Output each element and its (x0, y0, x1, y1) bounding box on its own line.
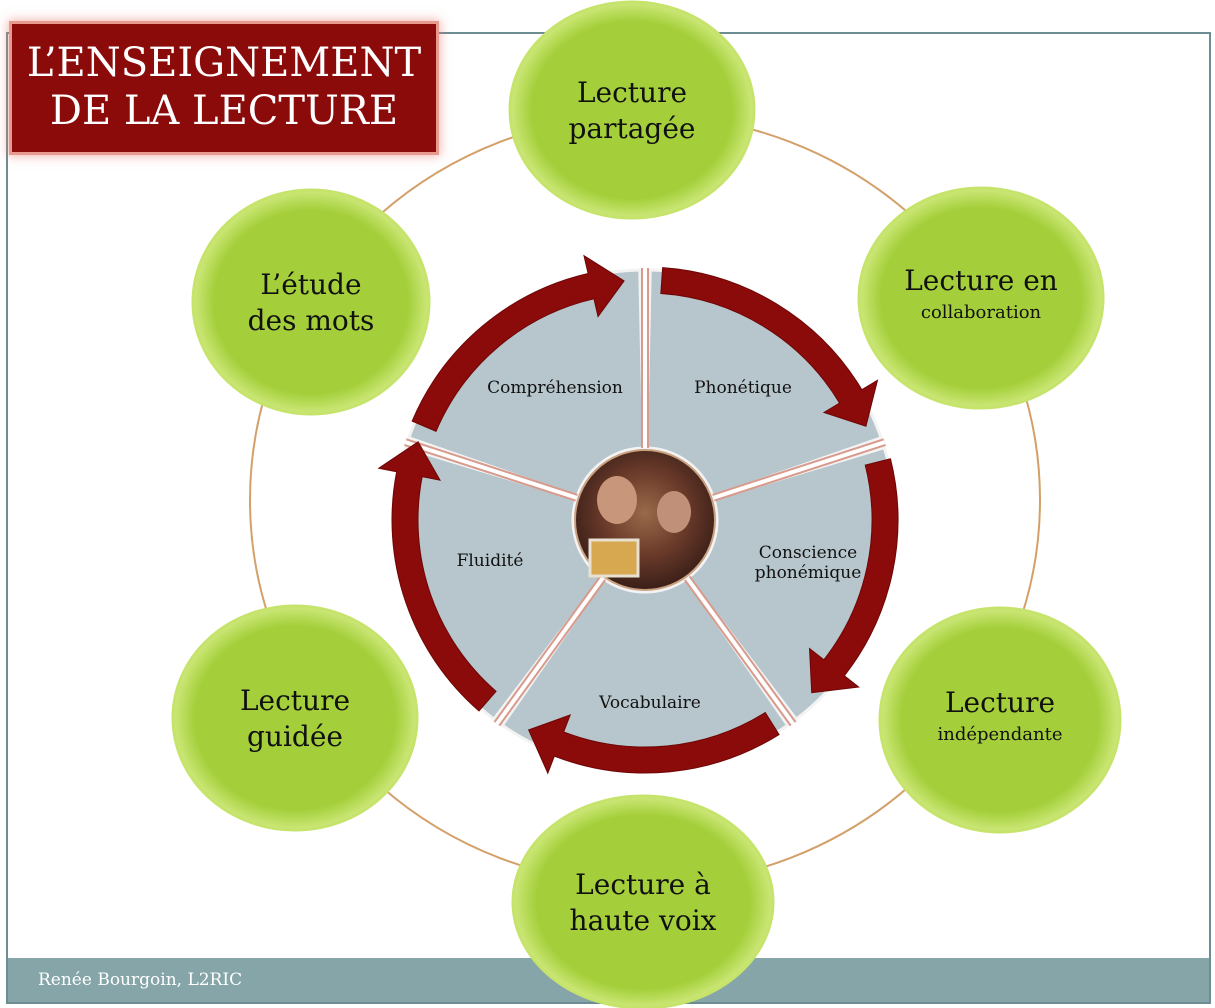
cycle-arrow-2 (808, 458, 899, 694)
node-circle-lecture-independante (878, 606, 1122, 834)
separator-4 (404, 440, 578, 500)
cycle-arrows (377, 254, 899, 775)
segment-label-comprehension: Compréhension (487, 378, 623, 398)
node-circle-etude-mots (191, 188, 431, 416)
segment-label-fluidite: Fluidité (457, 551, 524, 571)
segment-label-phonetique: Phonétique (694, 378, 792, 398)
node-circle-lecture-guidee (171, 604, 419, 832)
center-photo (574, 449, 716, 591)
title-line-1: L’ENSEIGNEMENT (26, 40, 422, 86)
separator-1 (712, 440, 886, 500)
photo-book (588, 538, 640, 578)
cycle-arrow-5 (411, 254, 625, 432)
photo-face-child (657, 491, 691, 533)
photo-face-adult (597, 476, 637, 524)
separator-3 (495, 577, 605, 726)
node-circle-lecture-haute-voix (511, 794, 775, 1008)
segment-label-vocabulaire: Vocabulaire (598, 693, 701, 713)
cycle-arrow-1 (660, 267, 879, 427)
inner-segments (393, 268, 897, 772)
footer-credit: Renée Bourgoin, L2RIC (38, 970, 243, 990)
node-circle-lecture-collaboration (857, 186, 1105, 410)
cycle-arrow-4 (377, 441, 497, 712)
node-circle-lecture-partagee (508, 0, 756, 220)
title-box: L’ENSEIGNEMENT DE LA LECTURE (12, 24, 436, 152)
separator-2 (685, 577, 795, 726)
title-line-2: DE LA LECTURE (49, 88, 399, 134)
cycle-arrow-3 (527, 711, 780, 775)
